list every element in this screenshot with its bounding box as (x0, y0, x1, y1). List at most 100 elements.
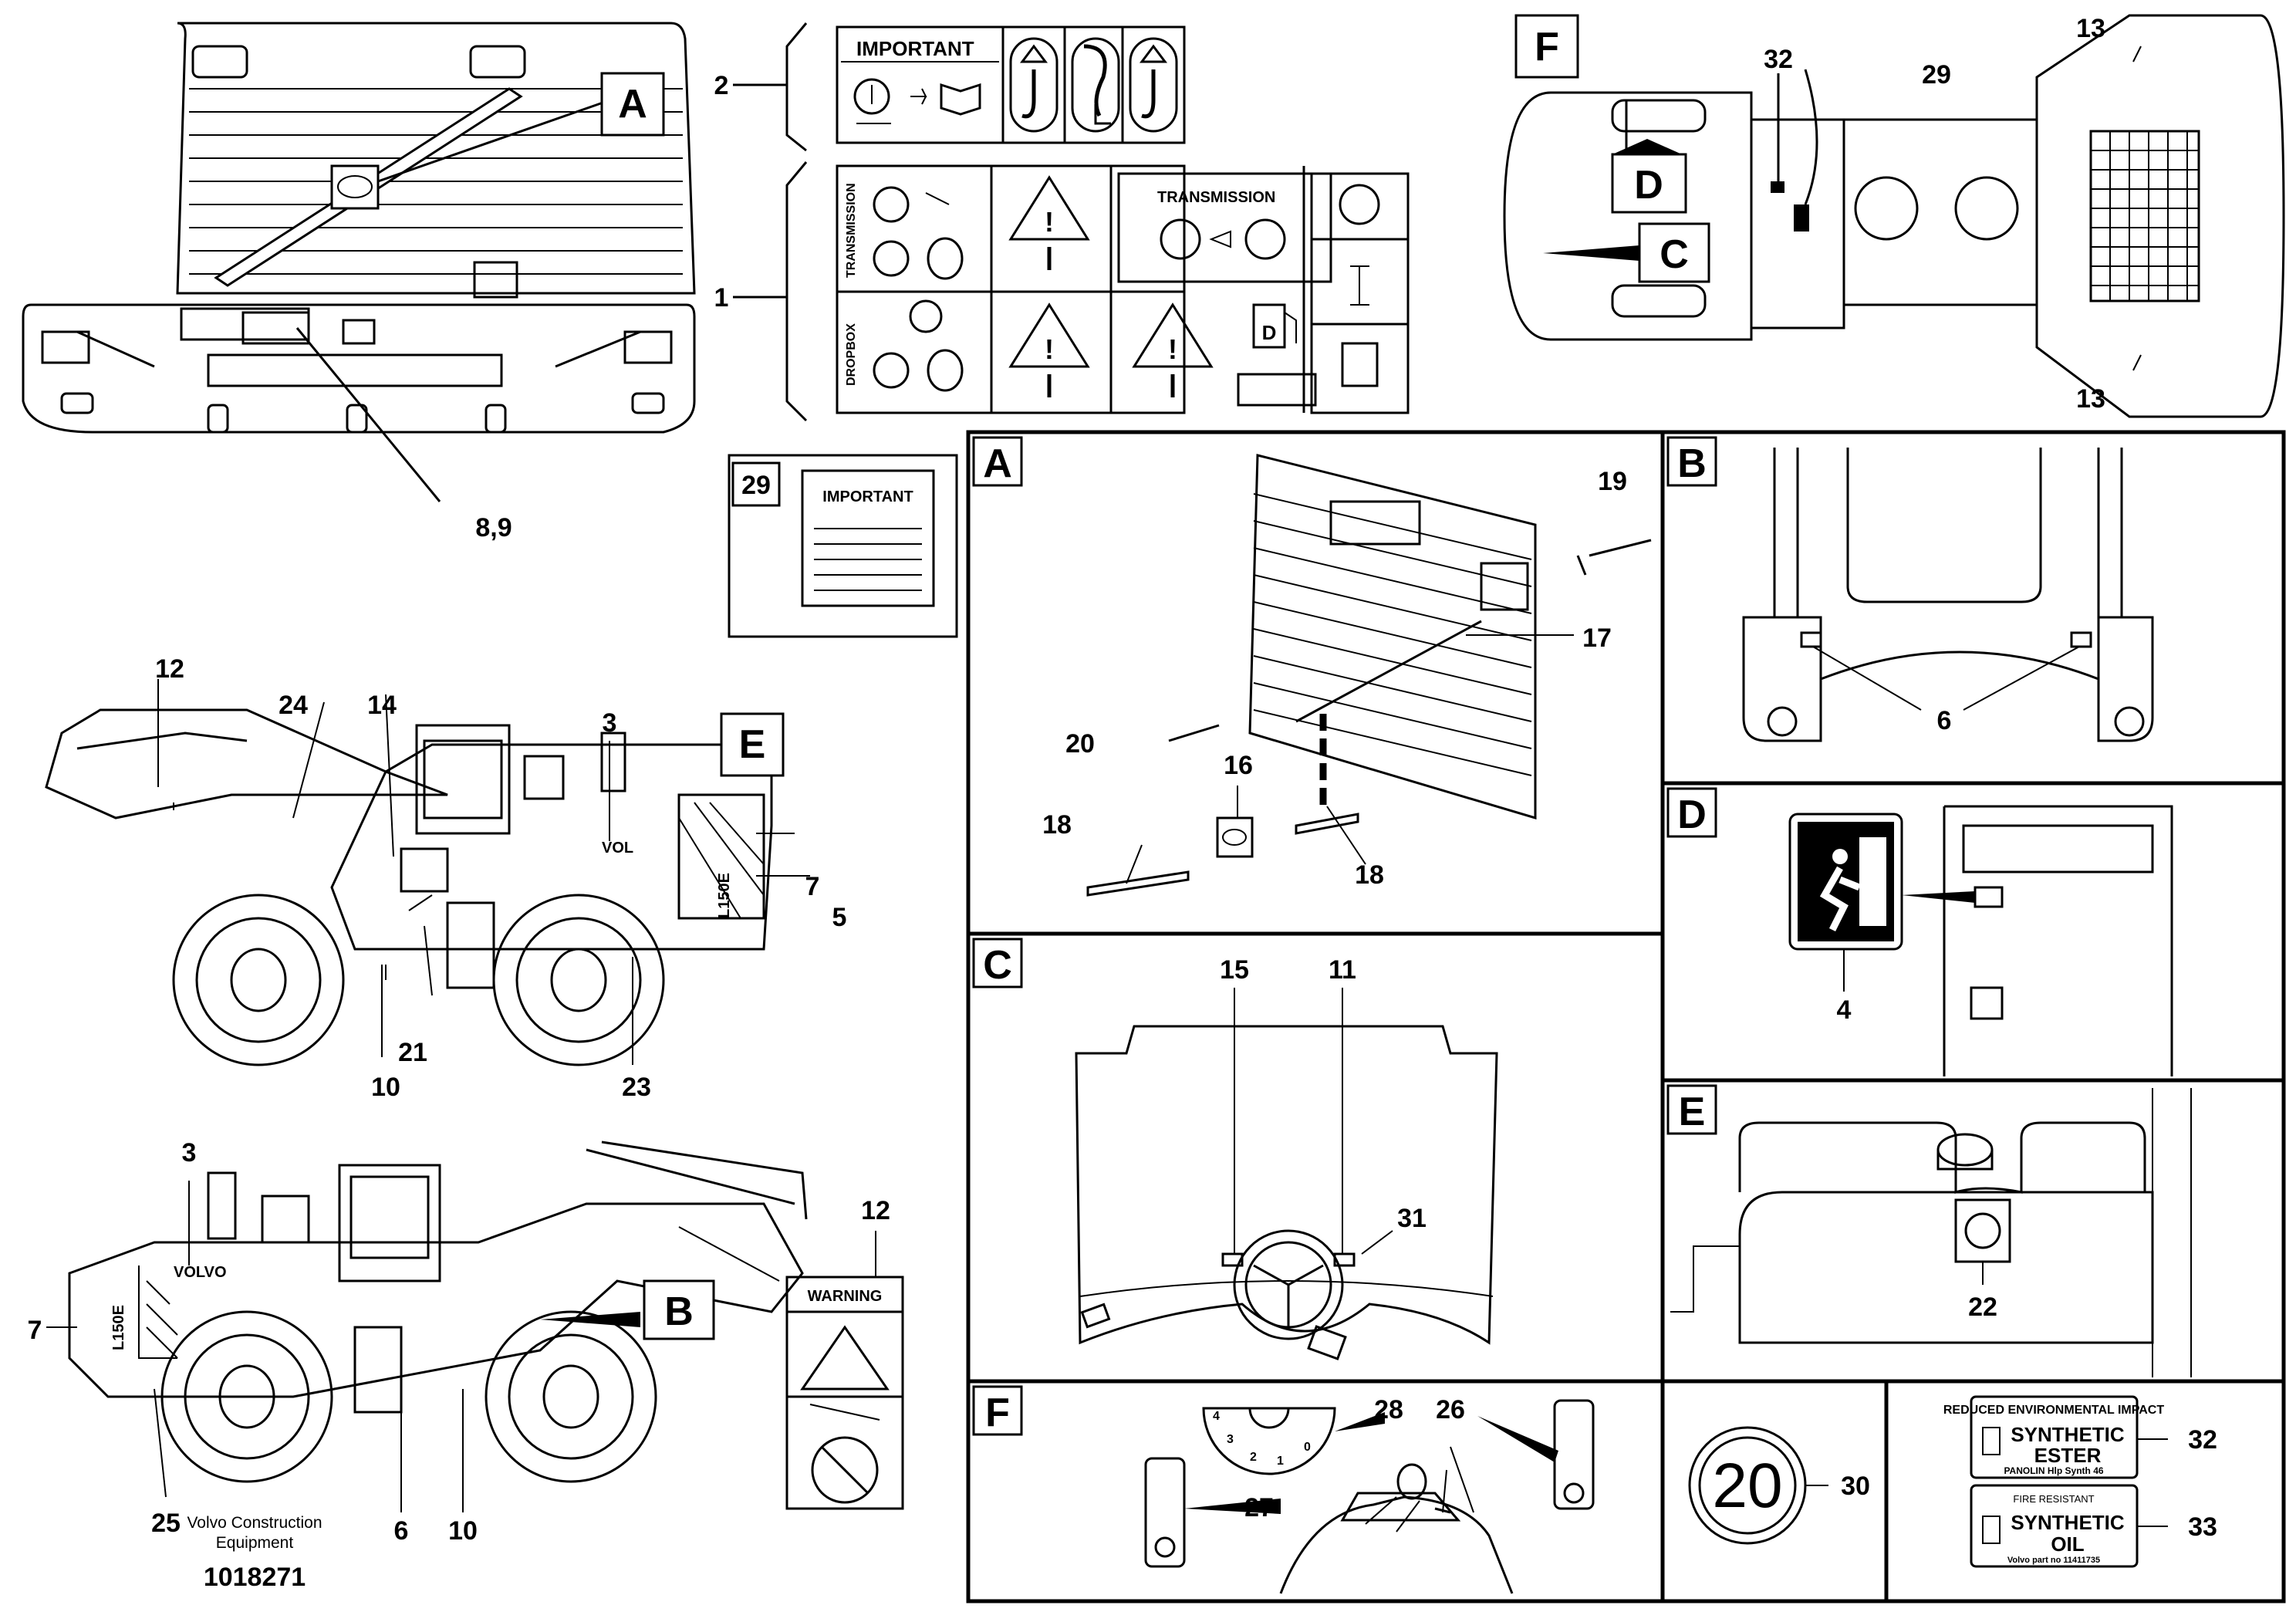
box-f-marker (1514, 14, 1579, 79)
important-decal-text: IMPORTANT (856, 37, 974, 60)
callout-3-right: 3 (182, 1138, 197, 1168)
parking-brake-icon (1237, 373, 1317, 407)
box-c-label: C (1660, 232, 1689, 277)
panel-d: D (1666, 787, 2173, 1076)
callout-19: 19 (1598, 467, 1627, 496)
callout-12-right: 12 (861, 1196, 890, 1225)
decal-6-marker-left (1800, 631, 1822, 648)
company-caption-line2: Equipment (216, 1534, 294, 1552)
dial-number-2: 2 (1250, 1451, 1257, 1464)
box-b-label: B (664, 1289, 694, 1334)
panel-d-label: D (1677, 792, 1707, 837)
ester-header: REDUCED ENVIRONMENTAL IMPACT (1943, 1404, 2164, 1417)
callout-6-bottom: 6 (394, 1516, 409, 1546)
manual-book-icon (940, 83, 981, 116)
box-a-label: A (618, 82, 647, 127)
side-view-left: L150E VOL (45, 679, 810, 1066)
decal-26-marker (1553, 1399, 1595, 1510)
callout-13-top: 13 (2076, 14, 2105, 43)
panel-f: F 4 3 2 1 0 (972, 1385, 1595, 1594)
oil-drop-icon-2 (1982, 1516, 2001, 1544)
volvo-emblem (330, 164, 380, 210)
box-a-marker (600, 72, 665, 137)
panel-c: C (972, 938, 1498, 1360)
callout-7-left: 7 (805, 872, 820, 901)
decal-27-marker (1144, 1457, 1186, 1568)
oil-line1: SYNTHETIC (2011, 1511, 2125, 1534)
panel-e: E (1666, 1084, 2192, 1377)
top-view: F D C (1503, 14, 2285, 418)
callout-5: 5 (832, 903, 847, 932)
ester-line2: ESTER (2034, 1444, 2102, 1467)
rear-grille-view (22, 22, 696, 502)
panel-b-label: B (1677, 441, 1707, 486)
svg-text:!: ! (1045, 206, 1054, 238)
callout-29-top: 29 (1922, 60, 1951, 90)
callout-30: 30 (1841, 1472, 1870, 1501)
callout-8-9: 8,9 (475, 513, 512, 542)
vol-badge-left: VOL (602, 840, 633, 857)
synthetic-ester-label: REDUCED ENVIRONMENTAL IMPACT SYNTHETIC E… (1943, 1395, 2168, 1479)
dial-number-3: 3 (1227, 1433, 1234, 1446)
dial-number-4: 4 (1213, 1410, 1220, 1423)
box-d-marker (1611, 153, 1687, 214)
lifting-hook-icon-2 (1129, 37, 1178, 133)
ester-footer: PANOLIN Hlp Synth 46 (2004, 1465, 2103, 1476)
transmission-gear-icon (1160, 218, 1201, 260)
transmission-vertical-text: TRANSMISSION (845, 183, 858, 278)
filler-cap-icon-3 (1936, 1133, 1994, 1167)
side-view-right: VOLVO L150E (46, 1140, 808, 1512)
fuel-letter: D (1262, 321, 1277, 344)
dipstick-icon (925, 192, 950, 205)
level-icon (1350, 265, 1369, 306)
callout-24: 24 (279, 691, 308, 720)
warning-triangle-icon-2: ! (1008, 302, 1090, 397)
transmission-gear-icon-2 (1244, 218, 1286, 260)
oil-line2: OIL (2051, 1532, 2084, 1556)
callout-10-right: 10 (448, 1516, 478, 1546)
box-e-marker (720, 712, 785, 777)
box-b-marker (643, 1279, 715, 1340)
svg-text:!: ! (1045, 333, 1054, 365)
callout-32-top: 32 (1764, 45, 1793, 74)
lifting-hook-icon (1009, 37, 1059, 133)
panel-e-label: E (1679, 1090, 1706, 1134)
callout-2: 2 (714, 71, 729, 100)
callout-16: 16 (1224, 751, 1253, 780)
detail-panels: A 19 17 20 16 18 18 B (966, 430, 2286, 1603)
callout-26: 26 (1436, 1395, 1465, 1424)
panel-b: B (1666, 436, 2154, 742)
oil-drop-icon (1982, 1427, 2001, 1455)
hydraulic-oil-icon (1341, 342, 1379, 387)
dial-number-1: 1 (1277, 1455, 1284, 1468)
document-number: 1018271 (204, 1563, 306, 1592)
callout-7-right: 7 (28, 1316, 42, 1345)
synthetic-oil-label: FIRE RESISTANT SYNTHETIC OIL Volvo part … (1970, 1484, 2168, 1568)
panel-a: A (972, 436, 1652, 897)
panel-c-label: C (983, 943, 1012, 988)
speed-limit-decal: 20 (1688, 1426, 1828, 1545)
decal-13-marker (2132, 46, 2142, 371)
box-f-label: F (1535, 25, 1559, 69)
steering-wheel-icon (1233, 1229, 1344, 1340)
filler-cap-icon (1854, 176, 1919, 241)
callout-10-left: 10 (371, 1073, 400, 1102)
callout-21: 21 (398, 1038, 427, 1067)
callout-23: 23 (622, 1073, 651, 1102)
filter-icon (927, 237, 964, 280)
coolant-icon (1339, 184, 1380, 225)
callout-20: 20 (1065, 729, 1095, 759)
no-person-icon (811, 1436, 879, 1504)
fuel-pump-icon: D (1252, 303, 1297, 349)
dial-number-0: 0 (1304, 1441, 1311, 1454)
ester-line1: SYNTHETIC (2011, 1423, 2125, 1446)
callout-27: 27 (1244, 1493, 1274, 1522)
callout-18-right: 18 (1355, 860, 1384, 890)
panel-a-label: A (983, 441, 1012, 486)
callout-4: 4 (1837, 995, 1852, 1025)
rear-tire-left (492, 894, 665, 1066)
box-e-label: E (739, 722, 766, 767)
callout-3-left: 3 (603, 708, 617, 738)
callout-13-bottom: 13 (2076, 384, 2105, 414)
